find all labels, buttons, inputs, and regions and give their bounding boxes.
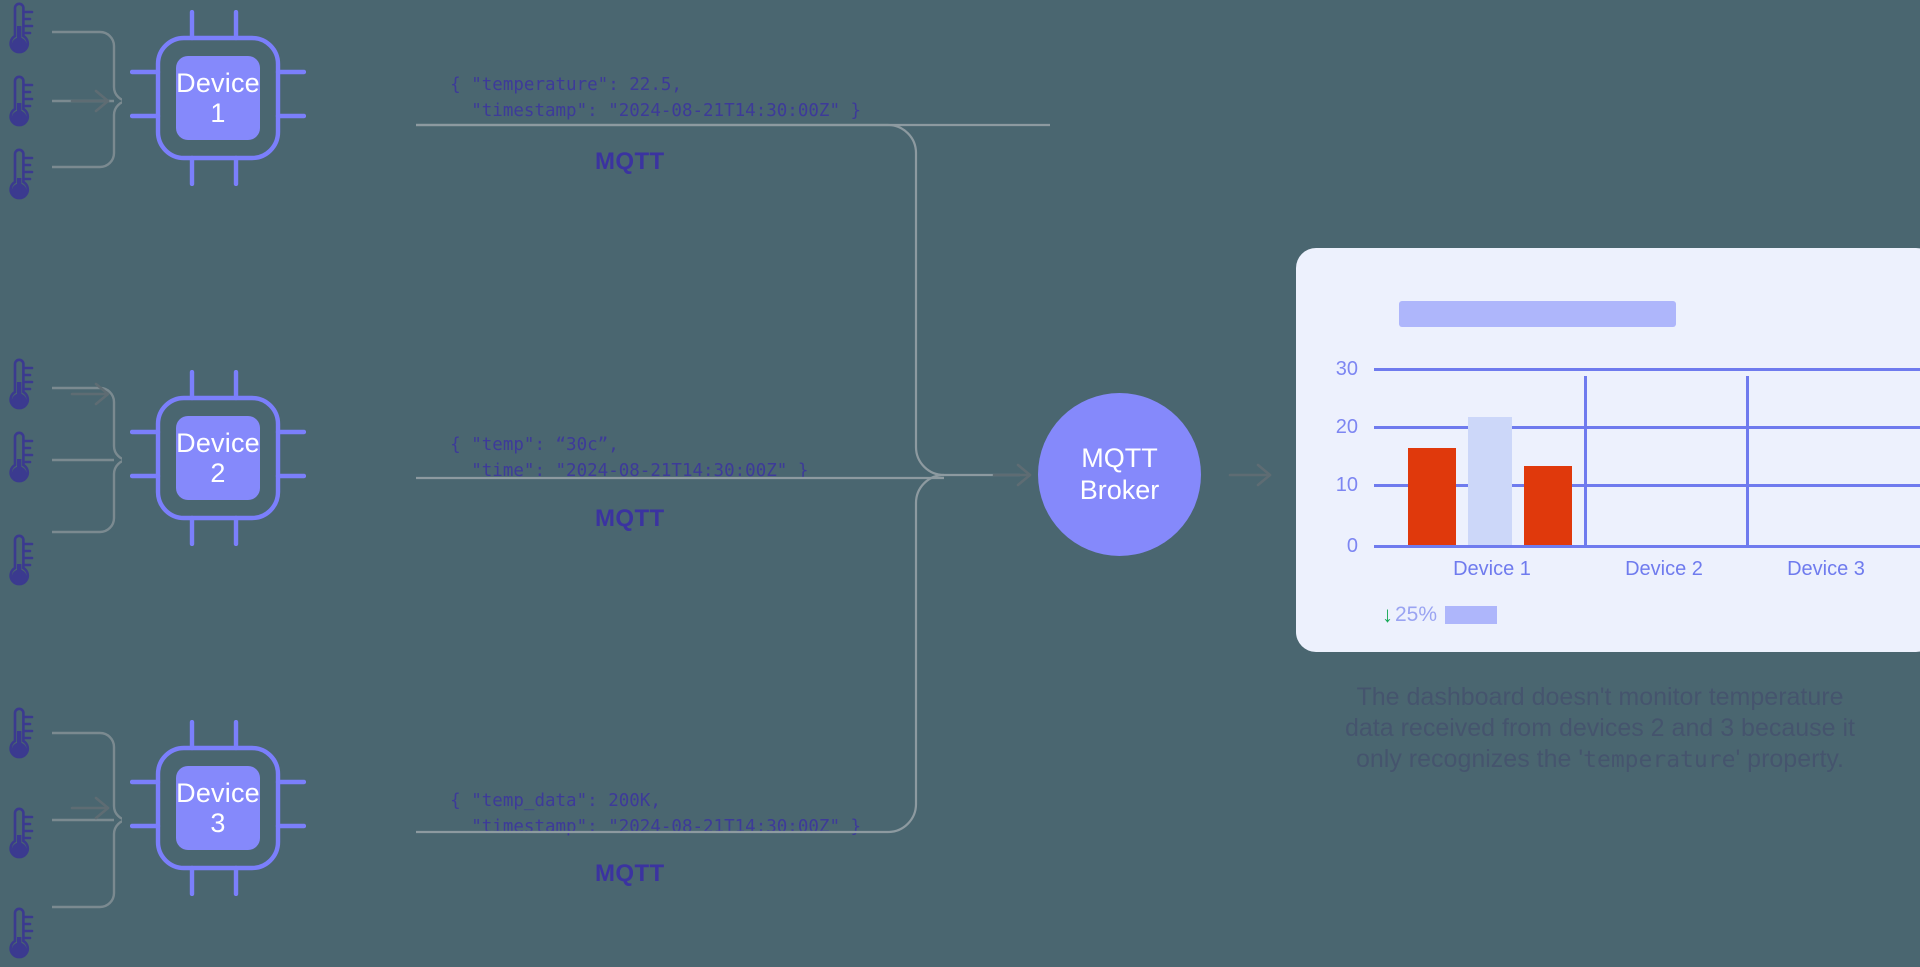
thermometer-icon xyxy=(2,146,36,208)
delta-value: 25% xyxy=(1395,603,1438,626)
bar-device1-reading-c xyxy=(1524,466,1572,545)
flow-arrow-icon xyxy=(70,795,114,821)
dashboard-caption: The dashboard doesn't monitor temperatur… xyxy=(1300,682,1900,776)
thermometer-icon xyxy=(2,532,36,594)
x-axis-label-device-3: Device 3 xyxy=(1787,558,1865,580)
gridline-10 xyxy=(1374,484,1920,487)
mqtt-text: MQTT xyxy=(595,860,665,887)
device-1-protocol-label: MQTT xyxy=(595,148,665,176)
sensor-bracket-2 xyxy=(52,380,122,540)
broker-line2: Broker xyxy=(1079,474,1160,505)
device-1-payload-2: "timestamp": "2024-08-21T14:30:00Z" } xyxy=(408,72,861,150)
y-axis-tick-10: 10 xyxy=(1335,474,1358,496)
thermometer-icon xyxy=(2,805,36,867)
thermometer-icon xyxy=(2,73,36,135)
bar-device1-reading-b xyxy=(1468,417,1512,545)
thermometer-icon xyxy=(2,356,36,418)
thermometer-icon xyxy=(2,905,36,967)
device-1-payload-line2: "timestamp": "2024-08-21T14:30:00Z" } xyxy=(450,101,862,121)
delta-placeholder-bar xyxy=(1445,606,1498,624)
mqtt-text: MQTT xyxy=(595,505,665,532)
category-divider-2 xyxy=(1746,376,1749,545)
device-2-payload-2: "time": "2024-08-21T14:30:00Z" } xyxy=(408,432,808,510)
caption-line3-prefix: only recognizes the ' xyxy=(1356,745,1584,773)
device-3-payload: { "temp_data": 200K, xyxy=(408,762,661,840)
caption-line-3: only recognizes the 'temperature' proper… xyxy=(1300,744,1900,776)
delta-indicator: ↓ 25% xyxy=(1382,602,1498,627)
category-divider-1 xyxy=(1584,376,1587,545)
gridline-30 xyxy=(1374,368,1920,371)
y-axis-tick-0: 0 xyxy=(1346,535,1358,557)
axis-baseline xyxy=(1374,545,1920,548)
x-axis-label-device-2: Device 2 xyxy=(1625,558,1703,580)
thermometer-icon xyxy=(2,429,36,491)
device-2-protocol-label: MQTT xyxy=(595,505,665,533)
sensor-bracket-3 xyxy=(52,725,122,915)
broker-outbound-arrow-icon xyxy=(1228,462,1276,488)
bar-device1-reading-a xyxy=(1408,448,1456,545)
device-3-payload-line1: { "temp_data": 200K, xyxy=(450,791,661,811)
device-1-payload: { "temperature": 22.5, xyxy=(408,46,682,124)
mqtt-text: MQTT xyxy=(595,148,665,175)
device-3-protocol-label: MQTT xyxy=(595,860,665,888)
flow-arrow-icon xyxy=(70,381,114,407)
caption-line-2: data received from devices 2 and 3 becau… xyxy=(1344,714,1856,742)
device-1-payload-line1: { "temperature": 22.5, xyxy=(450,75,682,95)
dashboard-card[interactable]: 30 20 10 0 Device 1 Device 2 Device 3 ↓ … xyxy=(1296,248,1920,652)
device-2-payload-line1: { "temp": “30c”, xyxy=(450,435,619,455)
gridline-20 xyxy=(1374,426,1920,429)
broker-inbound-arrow-icon xyxy=(992,462,1036,488)
device-2-payload-line2: "time": "2024-08-21T14:30:00Z" } xyxy=(450,461,809,481)
y-axis-tick-30: 30 xyxy=(1335,358,1358,380)
mqtt-broker-node[interactable]: MQTT Broker xyxy=(1038,393,1201,556)
caption-property-name: temperature xyxy=(1583,747,1736,773)
arrow-down-icon: ↓ xyxy=(1382,602,1393,627)
device-2-payload: { "temp": “30c”, xyxy=(408,406,619,484)
caption-line-1: The dashboard doesn't monitor temperatur… xyxy=(1356,683,1844,711)
flow-arrow-icon xyxy=(70,88,114,114)
thermometer-icon xyxy=(2,705,36,767)
y-axis-tick-20: 20 xyxy=(1335,416,1358,438)
broker-line1: MQTT xyxy=(1081,443,1158,474)
dashboard-title-placeholder xyxy=(1399,301,1676,327)
x-axis-label-device-1: Device 1 xyxy=(1453,558,1531,580)
thermometer-icon xyxy=(2,0,36,62)
caption-line3-suffix: ' property. xyxy=(1735,745,1844,773)
